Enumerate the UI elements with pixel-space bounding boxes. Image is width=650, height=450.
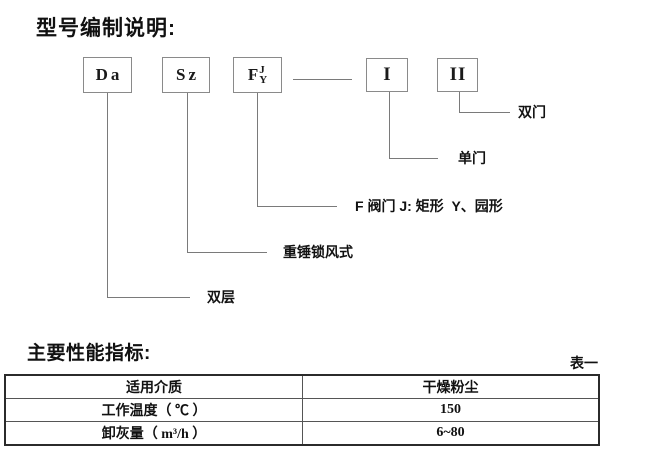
callout-double-layer: 双层 (207, 289, 235, 305)
model-box-da: Da (83, 57, 132, 93)
model-box-f-label: F (247, 65, 259, 84)
model-box-roman-two: II (437, 58, 478, 92)
table-caption: 表一 (570, 355, 598, 371)
connector-two-vertical (459, 92, 460, 113)
callout-single-door: 单门 (458, 150, 486, 166)
spec-label-medium: 适用介质 (4, 374, 303, 399)
connector-f-horizontal (257, 206, 337, 207)
table-row: 工作温度（ ℃ ） 150 (4, 398, 600, 422)
callout-hammer-lock: 重锤锁风式 (283, 244, 353, 260)
spec-value-temperature: 150 (302, 398, 600, 422)
model-box-da-label: Da (95, 65, 123, 84)
connector-one-horizontal (389, 158, 438, 159)
model-designation-title: 型号编制说明: (36, 17, 176, 40)
connector-sz-horizontal (187, 252, 267, 253)
connector-dash-f-to-one (293, 79, 352, 80)
connector-two-horizontal (459, 112, 510, 113)
connector-da-horizontal (107, 297, 190, 298)
connector-sz-vertical (187, 93, 188, 253)
model-box-sz: Sz (162, 57, 210, 93)
spec-value-medium: 干燥粉尘 (302, 374, 600, 399)
model-box-f-variant-y: Y (259, 74, 268, 86)
connector-one-vertical (389, 92, 390, 159)
connector-da-vertical (107, 93, 108, 298)
callout-double-door: 双门 (518, 104, 546, 120)
table-row: 适用介质 干燥粉尘 (4, 374, 600, 399)
connector-f-vertical (257, 93, 258, 207)
model-box-sz-label: Sz (176, 65, 199, 84)
callout-valve-types: F 阀门 J: 矩形 Y、园形 (355, 198, 503, 214)
model-box-roman-one-label: I (383, 64, 392, 85)
model-box-roman-one: I (366, 58, 408, 92)
table-row: 卸灰量（ m³/h ） 6~80 (4, 421, 600, 446)
model-box-f-variant-j: J (259, 64, 265, 76)
spec-value-discharge: 6~80 (302, 421, 600, 446)
spec-table: 适用介质 干燥粉尘 工作温度（ ℃ ） 150 卸灰量（ m³/h ） 6~80 (4, 374, 600, 446)
performance-title: 主要性能指标: (27, 343, 151, 364)
spec-label-temperature: 工作温度（ ℃ ） (4, 398, 303, 422)
model-box-f-variants: J Y (259, 64, 268, 86)
model-box-f: F J Y (233, 57, 282, 93)
model-box-roman-two-label: II (449, 64, 467, 85)
spec-label-discharge: 卸灰量（ m³/h ） (4, 421, 303, 446)
